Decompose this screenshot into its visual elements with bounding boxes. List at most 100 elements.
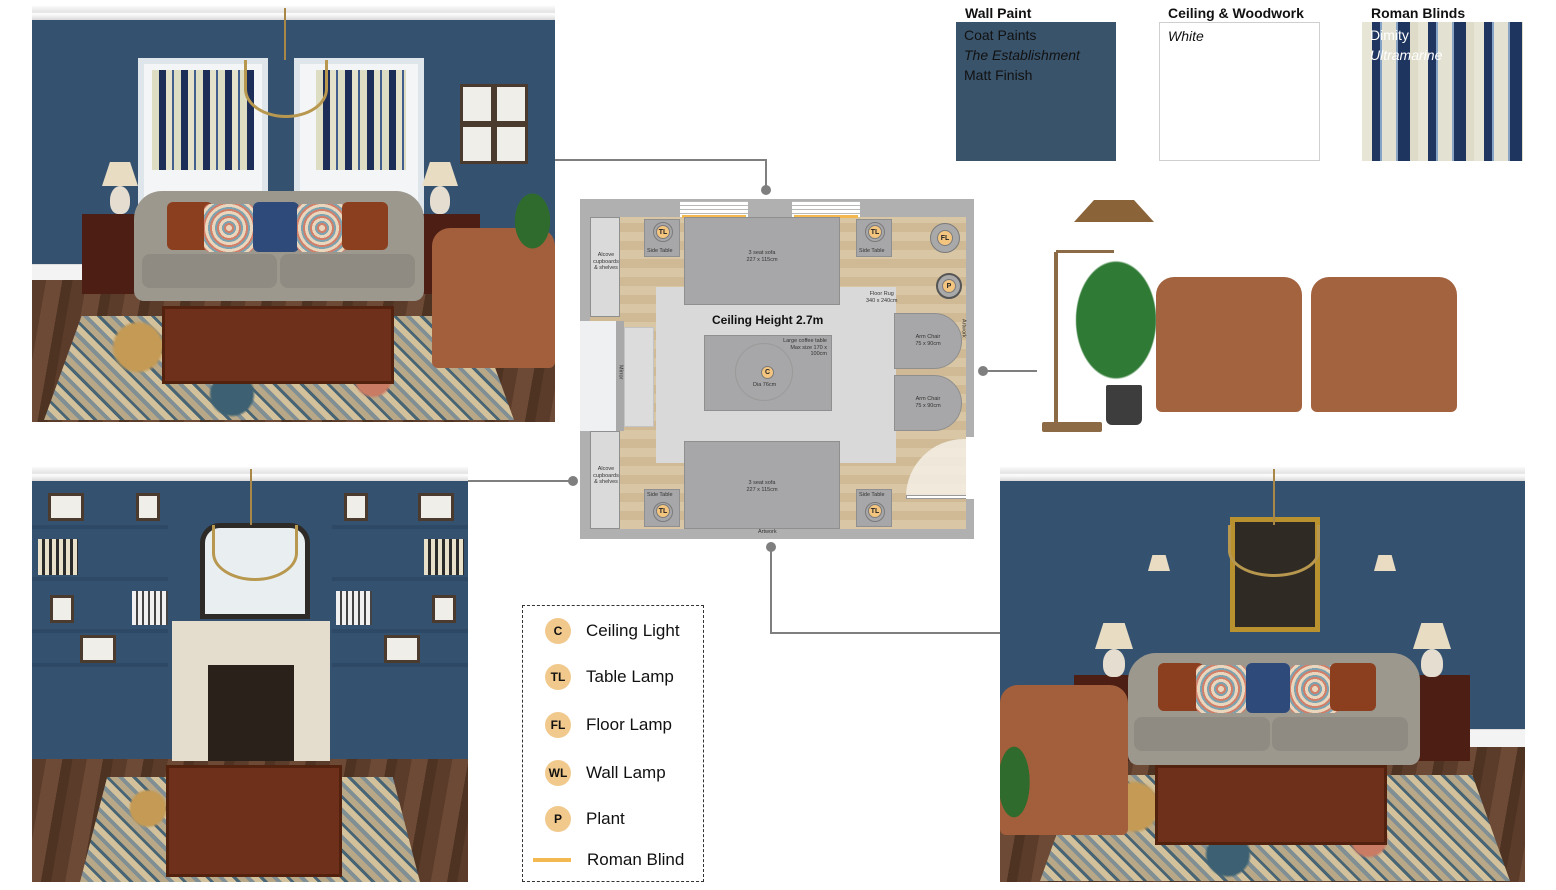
roman-blind-marker — [682, 215, 746, 218]
connector-line — [765, 159, 767, 189]
sofa-bottom: 3 seat sofa 227 x 115cm — [684, 441, 840, 529]
floor-rug-label: Floor Rug 340 x 240cm — [866, 291, 898, 304]
table-lamp-badge: TL — [656, 504, 670, 518]
coffee-table-chest — [166, 765, 342, 877]
shelf — [32, 525, 168, 529]
floor-rug-size: 340 x 240cm — [866, 297, 898, 304]
window-right — [792, 201, 860, 217]
cushion-rust — [1330, 663, 1376, 711]
sofa-top: 3 seat sofa 227 x 115cm — [684, 217, 840, 305]
chandelier-chain — [250, 469, 252, 525]
legend-label: Roman Blind — [587, 850, 685, 869]
door — [906, 495, 968, 499]
art-frame — [418, 493, 454, 521]
side-table: Side Table TL — [856, 489, 892, 527]
arm-chair-label: Arm Chair — [915, 334, 941, 340]
shelf — [332, 577, 468, 581]
side-table-label: Side Table — [647, 248, 673, 254]
cornice — [32, 6, 555, 20]
wall-paint-color: The Establishment — [964, 47, 1080, 63]
ceiling-light-badge: C — [545, 618, 571, 644]
botanical-print — [494, 84, 528, 124]
shelf — [332, 629, 468, 633]
wall-paint-finish: Matt Finish — [964, 67, 1033, 83]
connector-line — [770, 546, 772, 634]
alcove-label: Alcove cupboards & shelves — [593, 252, 619, 271]
roman-blind-line-icon — [533, 858, 571, 862]
table-lamp-badge: TL — [545, 664, 571, 690]
cushion-navy — [253, 202, 299, 252]
sofa-seat — [142, 254, 277, 288]
floor-plan: Alcove cupboards & shelves Alcove cupboa… — [580, 199, 974, 539]
roman-blind-marker — [794, 215, 858, 218]
hearth — [624, 327, 654, 427]
artwork-label-right: Artwork — [960, 319, 967, 338]
cushion-navy — [1246, 663, 1290, 713]
legend-label: Ceiling Light — [586, 621, 680, 640]
elevation-fireplace-wall — [32, 467, 468, 882]
legend-item: C Ceiling Light — [545, 618, 680, 644]
legend-item: P Plant — [545, 806, 625, 832]
table-lamp-base — [430, 186, 450, 214]
connector-dot — [568, 476, 578, 486]
arm-chair-1: Arm Chair 75 x 90cm — [894, 313, 962, 369]
coffee-table-label: Large coffee table Max size 170 x 100cm — [783, 338, 827, 358]
wall-paint-title: Wall Paint — [965, 5, 1032, 21]
floor-lamp-base — [1042, 422, 1102, 432]
chandelier — [212, 525, 298, 581]
elevation-sofa-wall — [1000, 467, 1525, 882]
books — [424, 539, 464, 575]
sofa-size: 227 x 115cm — [746, 256, 778, 263]
coffee-table: Large coffee table Max size 170 x 100cm … — [704, 335, 832, 411]
side-table: TL Side Table — [856, 219, 892, 257]
coffee-table-chest — [162, 306, 394, 384]
plant-badge: P — [545, 806, 571, 832]
table-lamp-base — [1421, 649, 1443, 677]
blind-color: Ultramarine — [1370, 47, 1443, 63]
botanical-print — [460, 124, 494, 164]
floor-lamp-badge: FL — [545, 712, 571, 738]
wall-lamp-badge: WL — [545, 760, 571, 786]
chimney-breast — [580, 321, 616, 431]
sofa-label: 3 seat sofa — [748, 480, 776, 486]
wall-paint-swatch: Coat Paints The Establishment Matt Finis… — [956, 22, 1116, 161]
table-lamp-badge: TL — [656, 225, 670, 239]
roman-blinds-swatch: Dimity Ultramarine — [1362, 22, 1523, 161]
alcove-top: Alcove cupboards & shelves — [590, 217, 620, 317]
window-left — [680, 201, 748, 217]
cornice — [1000, 467, 1525, 481]
ceiling-height: Ceiling Height 2.7m — [712, 313, 824, 327]
ceiling-light-badge: C — [761, 366, 774, 379]
plant-product — [1068, 250, 1164, 390]
floor-lamp-shade — [1074, 200, 1154, 222]
sofa-size: 227 x 115cm — [746, 486, 778, 493]
table-lamp-badge: TL — [868, 504, 882, 518]
roman-blinds-title: Roman Blinds — [1371, 5, 1466, 21]
books — [132, 591, 168, 625]
books — [38, 539, 78, 575]
chandelier — [244, 60, 328, 118]
art-frame — [344, 493, 368, 521]
floor-lamp-badge: FL — [937, 230, 953, 246]
connector-line — [770, 632, 1000, 634]
side-table: TL Side Table — [644, 219, 680, 257]
table-lamp-base — [110, 186, 130, 214]
doorway[interactable] — [966, 437, 974, 499]
cushion-floral — [204, 204, 254, 252]
lamp-ring — [653, 502, 673, 522]
floor-rug-name: Floor Rug — [869, 291, 894, 297]
coffee-table-size: Max size 170 x 100cm — [790, 344, 827, 358]
floor-lamp-stem — [1054, 252, 1058, 428]
shelf — [332, 663, 468, 667]
table-lamp-badge: TL — [868, 225, 882, 239]
legend-item: TL Table Lamp — [545, 664, 674, 690]
armchair-product-2 — [1311, 277, 1457, 412]
chandelier-chain — [1273, 469, 1275, 525]
mirror-label: Mirror — [617, 365, 624, 380]
side-table-label: Side Table — [859, 492, 885, 498]
roman-blind-left — [152, 70, 254, 170]
ceiling-color: White — [1168, 28, 1204, 44]
plant-badge: P — [942, 279, 956, 293]
ceiling-woodwork-swatch: White — [1159, 22, 1320, 161]
side-table-label: Side Table — [647, 492, 673, 498]
